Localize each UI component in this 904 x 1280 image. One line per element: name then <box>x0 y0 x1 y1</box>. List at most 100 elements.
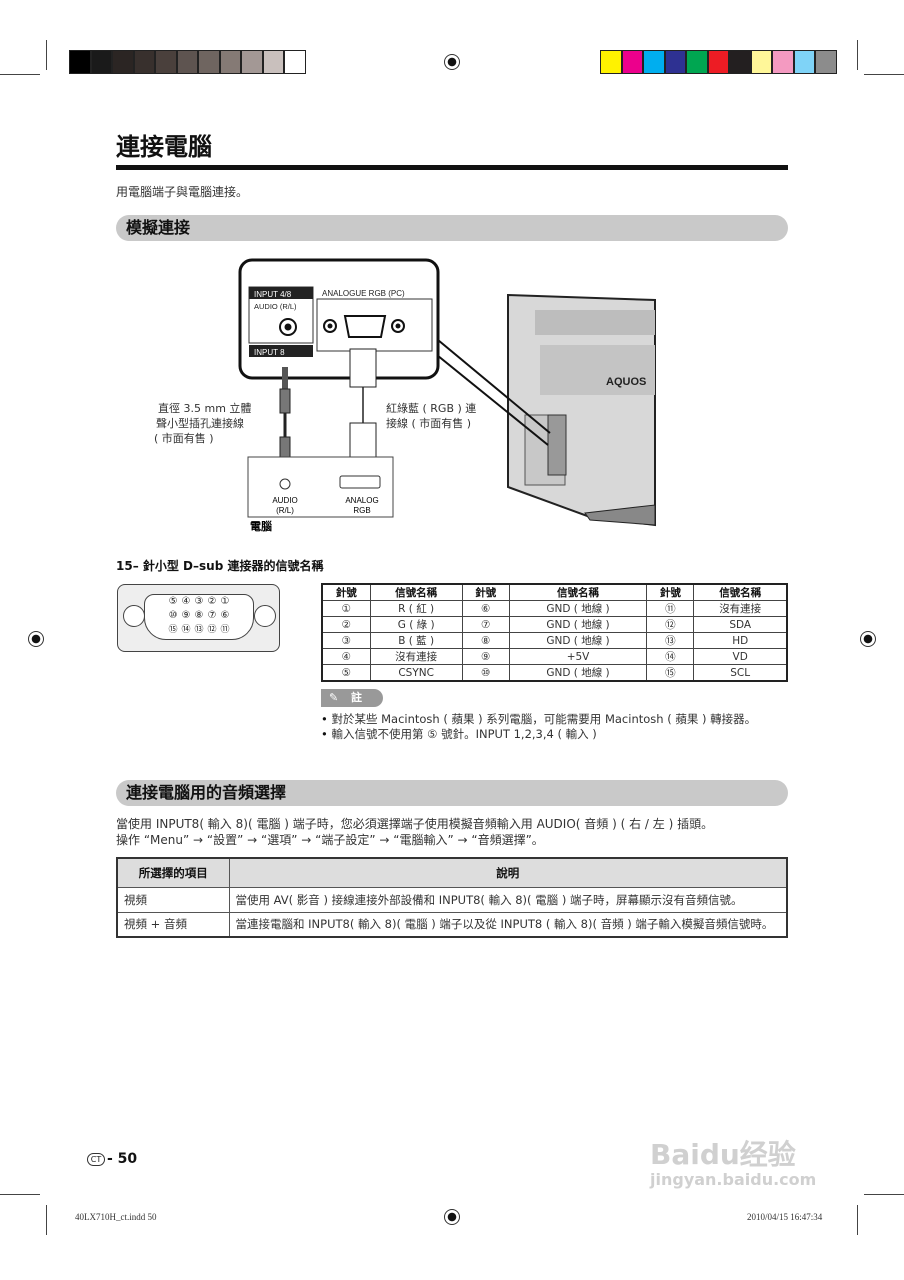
crop-mark <box>864 74 904 75</box>
color-swatch <box>793 50 815 74</box>
table-cell: GND ( 地線 ) <box>508 632 648 649</box>
pin-number: ⑩ <box>168 610 178 621</box>
table-cell: GND ( 地線 ) <box>508 600 648 617</box>
pin-number: ⑫ <box>207 625 217 635</box>
paperclip-icon: ✎ <box>329 691 339 704</box>
page-number: - 50 <box>107 1151 138 1167</box>
color-swatch <box>643 50 665 74</box>
table-cell: 沒有連接 <box>693 600 788 617</box>
svg-text:接線 ( 市面有售 ): 接線 ( 市面有售 ) <box>386 416 471 430</box>
table-cell: ① <box>321 600 371 617</box>
pin-number: ⑧ <box>194 610 204 621</box>
registration-mark <box>28 631 44 647</box>
pin-number: ⑭ <box>181 625 191 635</box>
table-cell: ⑪ <box>646 600 695 617</box>
pin-number: ② <box>207 596 217 607</box>
column-header: 信號名稱 <box>693 583 788 601</box>
menu-path-text: 操作 “Menu” → “設置” → “選項” → “端子設定” → “電腦輸入… <box>116 833 544 847</box>
color-swatch <box>664 50 686 74</box>
table-cell: ⑦ <box>461 616 510 633</box>
color-swatch <box>686 50 708 74</box>
note-item: 輸入信號不使用第 ⑤ 號針。INPUT 1,2,3,4 ( 輸入 ) <box>321 726 756 741</box>
tv-rear-illustration: AQUOS <box>507 293 656 527</box>
intro-text: 用電腦端子與電腦連接。 <box>116 185 249 199</box>
table-cell: ⑫ <box>646 616 695 633</box>
pin-number: ⑪ <box>220 625 230 635</box>
crop-mark <box>46 1205 47 1235</box>
svg-text:RGB: RGB <box>353 506 370 515</box>
color-swatch <box>772 50 794 74</box>
table-cell: ⑤ <box>321 664 371 682</box>
color-swatch <box>112 50 134 74</box>
crop-mark <box>857 40 858 70</box>
registration-mark <box>444 54 460 70</box>
table-row: 視頻當使用 AV( 影音 ) 接線連接外部設備和 INPUT8( 輸入 8)( … <box>116 886 788 913</box>
svg-text:(R/L): (R/L) <box>276 506 294 515</box>
pin-number: ⑤ <box>168 596 178 607</box>
section-heading-audio: 連接電腦用的音頻選擇 <box>116 780 788 806</box>
color-swatch <box>133 50 155 74</box>
column-header: 信號名稱 <box>369 583 463 601</box>
column-header: 說明 <box>228 857 788 888</box>
color-bar <box>600 50 837 74</box>
color-swatch <box>219 50 241 74</box>
color-swatch <box>284 50 306 74</box>
table-cell: ③ <box>321 632 371 649</box>
color-swatch <box>815 50 837 74</box>
table-cell: ⑧ <box>461 632 510 649</box>
table-cell: GND ( 地線 ) <box>508 664 648 682</box>
color-swatch <box>69 50 91 74</box>
crop-mark <box>864 1194 904 1195</box>
pin-number: ⑬ <box>194 625 204 635</box>
connection-diagram: AQUOS INPUT 4/8 AUDIO (R/L) INPUT 8 ANAL… <box>154 258 656 533</box>
color-swatch <box>176 50 198 74</box>
pin-number: ③ <box>194 596 204 607</box>
table-cell: 沒有連接 <box>369 648 463 665</box>
table-cell: ⑩ <box>461 664 510 682</box>
crop-mark <box>0 1194 40 1195</box>
crop-mark <box>0 74 40 75</box>
table-cell: +5V <box>508 648 648 665</box>
svg-text:AUDIO (R/L): AUDIO (R/L) <box>254 302 297 311</box>
baidu-watermark: Baidu经验 jingyan.baidu.com <box>650 1138 817 1189</box>
color-swatch <box>90 50 112 74</box>
table-cell: ⑮ <box>646 664 695 682</box>
color-swatch <box>262 50 284 74</box>
table-cell: CSYNC <box>369 664 463 682</box>
color-swatch <box>600 50 622 74</box>
color-swatch <box>707 50 729 74</box>
color-swatch <box>621 50 643 74</box>
tv-logo: AQUOS <box>606 376 646 388</box>
audio-select-table: 所選擇的項目 說明 視頻當使用 AV( 影音 ) 接線連接外部設備和 INPUT… <box>116 857 788 938</box>
table-cell: VD <box>693 648 788 665</box>
pin-number: ⑥ <box>220 610 230 621</box>
note-item: 對於某些 Macintosh ( 蘋果 ) 系列電腦，可能需要用 Macinto… <box>321 711 756 726</box>
crop-mark <box>857 1205 858 1235</box>
table-cell: B ( 藍 ) <box>369 632 463 649</box>
table-cell: SDA <box>693 616 788 633</box>
page-title: 連接電腦 <box>116 133 212 161</box>
section-heading-analog: 模擬連接 <box>116 215 788 241</box>
column-header: 針號 <box>646 583 695 601</box>
pin-number: ① <box>220 596 230 607</box>
pin-number: ⑮ <box>168 625 178 635</box>
color-swatch <box>198 50 220 74</box>
pin-number: ④ <box>181 596 191 607</box>
svg-text:( 市面有售 ): ( 市面有售 ) <box>154 431 214 445</box>
table-cell: GND ( 地線 ) <box>508 616 648 633</box>
table-cell: ④ <box>321 648 371 665</box>
svg-text:聲小型插孔連接線: 聲小型插孔連接線 <box>156 416 244 430</box>
table-cell: ② <box>321 616 371 633</box>
grayscale-bar <box>69 50 306 74</box>
table-cell: ⑥ <box>461 600 510 617</box>
title-rule <box>116 165 788 170</box>
svg-text:ANALOGUE RGB (PC): ANALOGUE RGB (PC) <box>322 289 405 298</box>
column-header: 信號名稱 <box>508 583 648 601</box>
